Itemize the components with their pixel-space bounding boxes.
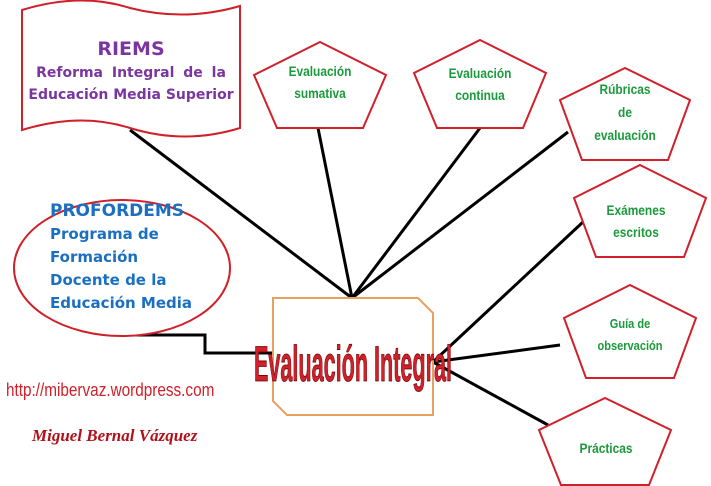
node-examenes-shape xyxy=(572,163,708,258)
profordems-text: PROFORDEMS Programa de Formación Docente… xyxy=(50,200,192,315)
node-continua-shape xyxy=(412,38,548,129)
node-sumativa-shape xyxy=(252,40,388,129)
author-signature: Miguel Bernal Vázquez xyxy=(32,426,198,445)
center-title: Evaluación Integral xyxy=(254,337,452,393)
node-rubricas-shape xyxy=(558,66,692,161)
node-guia-shape xyxy=(562,283,698,379)
riems-line2: Educación Media Superior xyxy=(28,87,234,103)
profordems-title: PROFORDEMS xyxy=(50,201,185,221)
node-practicas: Prácticas xyxy=(579,440,633,456)
center-box xyxy=(272,297,434,416)
profordems-line: Educación Media xyxy=(50,294,193,312)
blog-url: http://mibervaz.wordpress.com xyxy=(6,380,215,400)
riems-banner xyxy=(21,0,241,138)
riems-title: RIEMS xyxy=(97,38,165,60)
profordems-line: Programa de xyxy=(50,225,159,243)
node-practicas-shape xyxy=(537,396,673,486)
profordems-line: Docente de la xyxy=(50,271,167,289)
riems-line1: Reforma Integral de la xyxy=(36,65,226,81)
connectors xyxy=(129,127,585,427)
profordems-ellipse xyxy=(13,199,231,337)
riems-text: RIEMS Reforma Integral de la Educación M… xyxy=(22,36,240,106)
profordems-line: Formación xyxy=(50,248,139,266)
